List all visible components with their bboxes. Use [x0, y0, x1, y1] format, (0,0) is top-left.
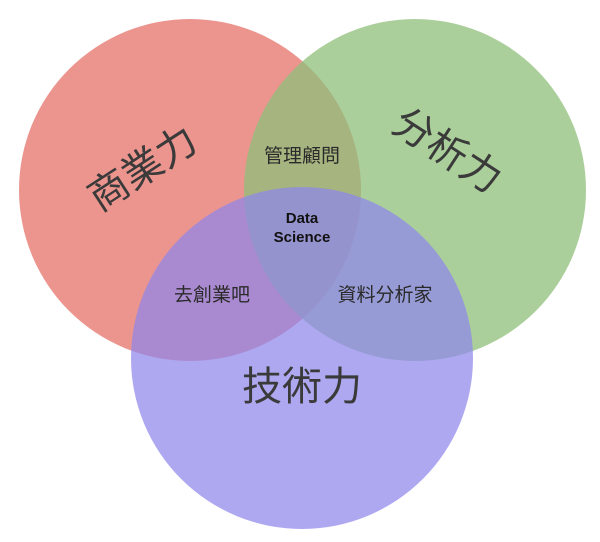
business-technology-overlap-label: 去創業吧	[174, 284, 250, 306]
center-label-line2: Science	[274, 229, 331, 246]
analytics-technology-overlap-label: 資料分析家	[337, 284, 432, 306]
business-analytics-overlap-label: 管理顧問	[264, 145, 340, 167]
technology-circle	[131, 187, 473, 529]
center-label-line1: Data	[286, 210, 319, 227]
technology-label: 技術力	[242, 364, 362, 410]
venn-circles	[19, 19, 586, 529]
